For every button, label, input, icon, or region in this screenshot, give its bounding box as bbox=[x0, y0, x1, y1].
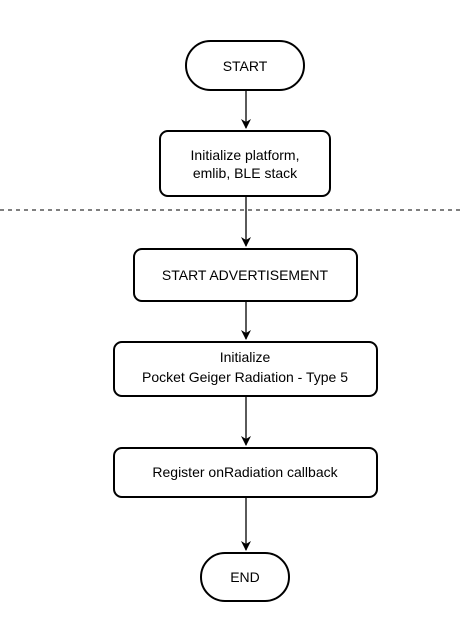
init-platform-label-line2: emlib, BLE stack bbox=[193, 165, 298, 181]
start-advertisement-node: START ADVERTISEMENT bbox=[133, 248, 358, 302]
init-sensor-label-line1: Initialize bbox=[220, 349, 271, 365]
start-node: START bbox=[185, 40, 305, 91]
start-node-label: START bbox=[223, 58, 268, 74]
register-callback-node: Register onRadiation callback bbox=[113, 447, 378, 498]
init-platform-label-line1: Initialize platform, bbox=[191, 147, 300, 163]
init-sensor-node: Initialize Pocket Geiger Radiation - Typ… bbox=[113, 341, 378, 397]
init-platform-node: Initialize platform, emlib, BLE stack bbox=[159, 130, 331, 197]
init-sensor-label-line2: Pocket Geiger Radiation - Type 5 bbox=[142, 369, 348, 385]
end-node-label: END bbox=[230, 569, 260, 585]
register-callback-label: Register onRadiation callback bbox=[152, 464, 338, 480]
start-advertisement-label: START ADVERTISEMENT bbox=[162, 267, 329, 283]
end-node: END bbox=[200, 552, 290, 602]
